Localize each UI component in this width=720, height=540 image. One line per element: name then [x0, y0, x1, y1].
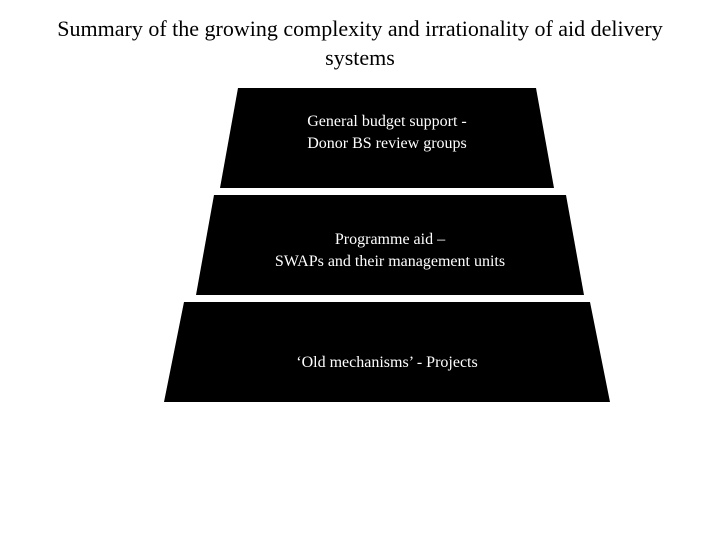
pyramid-band-bottom-label: ‘Old mechanisms’ - Projects	[296, 354, 478, 371]
pyramid-band-bottom: ‘Old mechanisms’ - Projects	[164, 302, 610, 402]
pyramid-band-middle: Programme aid – SWAPs and their manageme…	[196, 195, 584, 295]
pyramid-band-top-label: General budget support - Donor BS review…	[307, 113, 467, 152]
page-title: Summary of the growing complexity and ir…	[57, 16, 663, 70]
pyramid-band-top: General budget support - Donor BS review…	[220, 88, 554, 188]
pyramid-band-middle-label: Programme aid – SWAPs and their manageme…	[274, 231, 506, 270]
